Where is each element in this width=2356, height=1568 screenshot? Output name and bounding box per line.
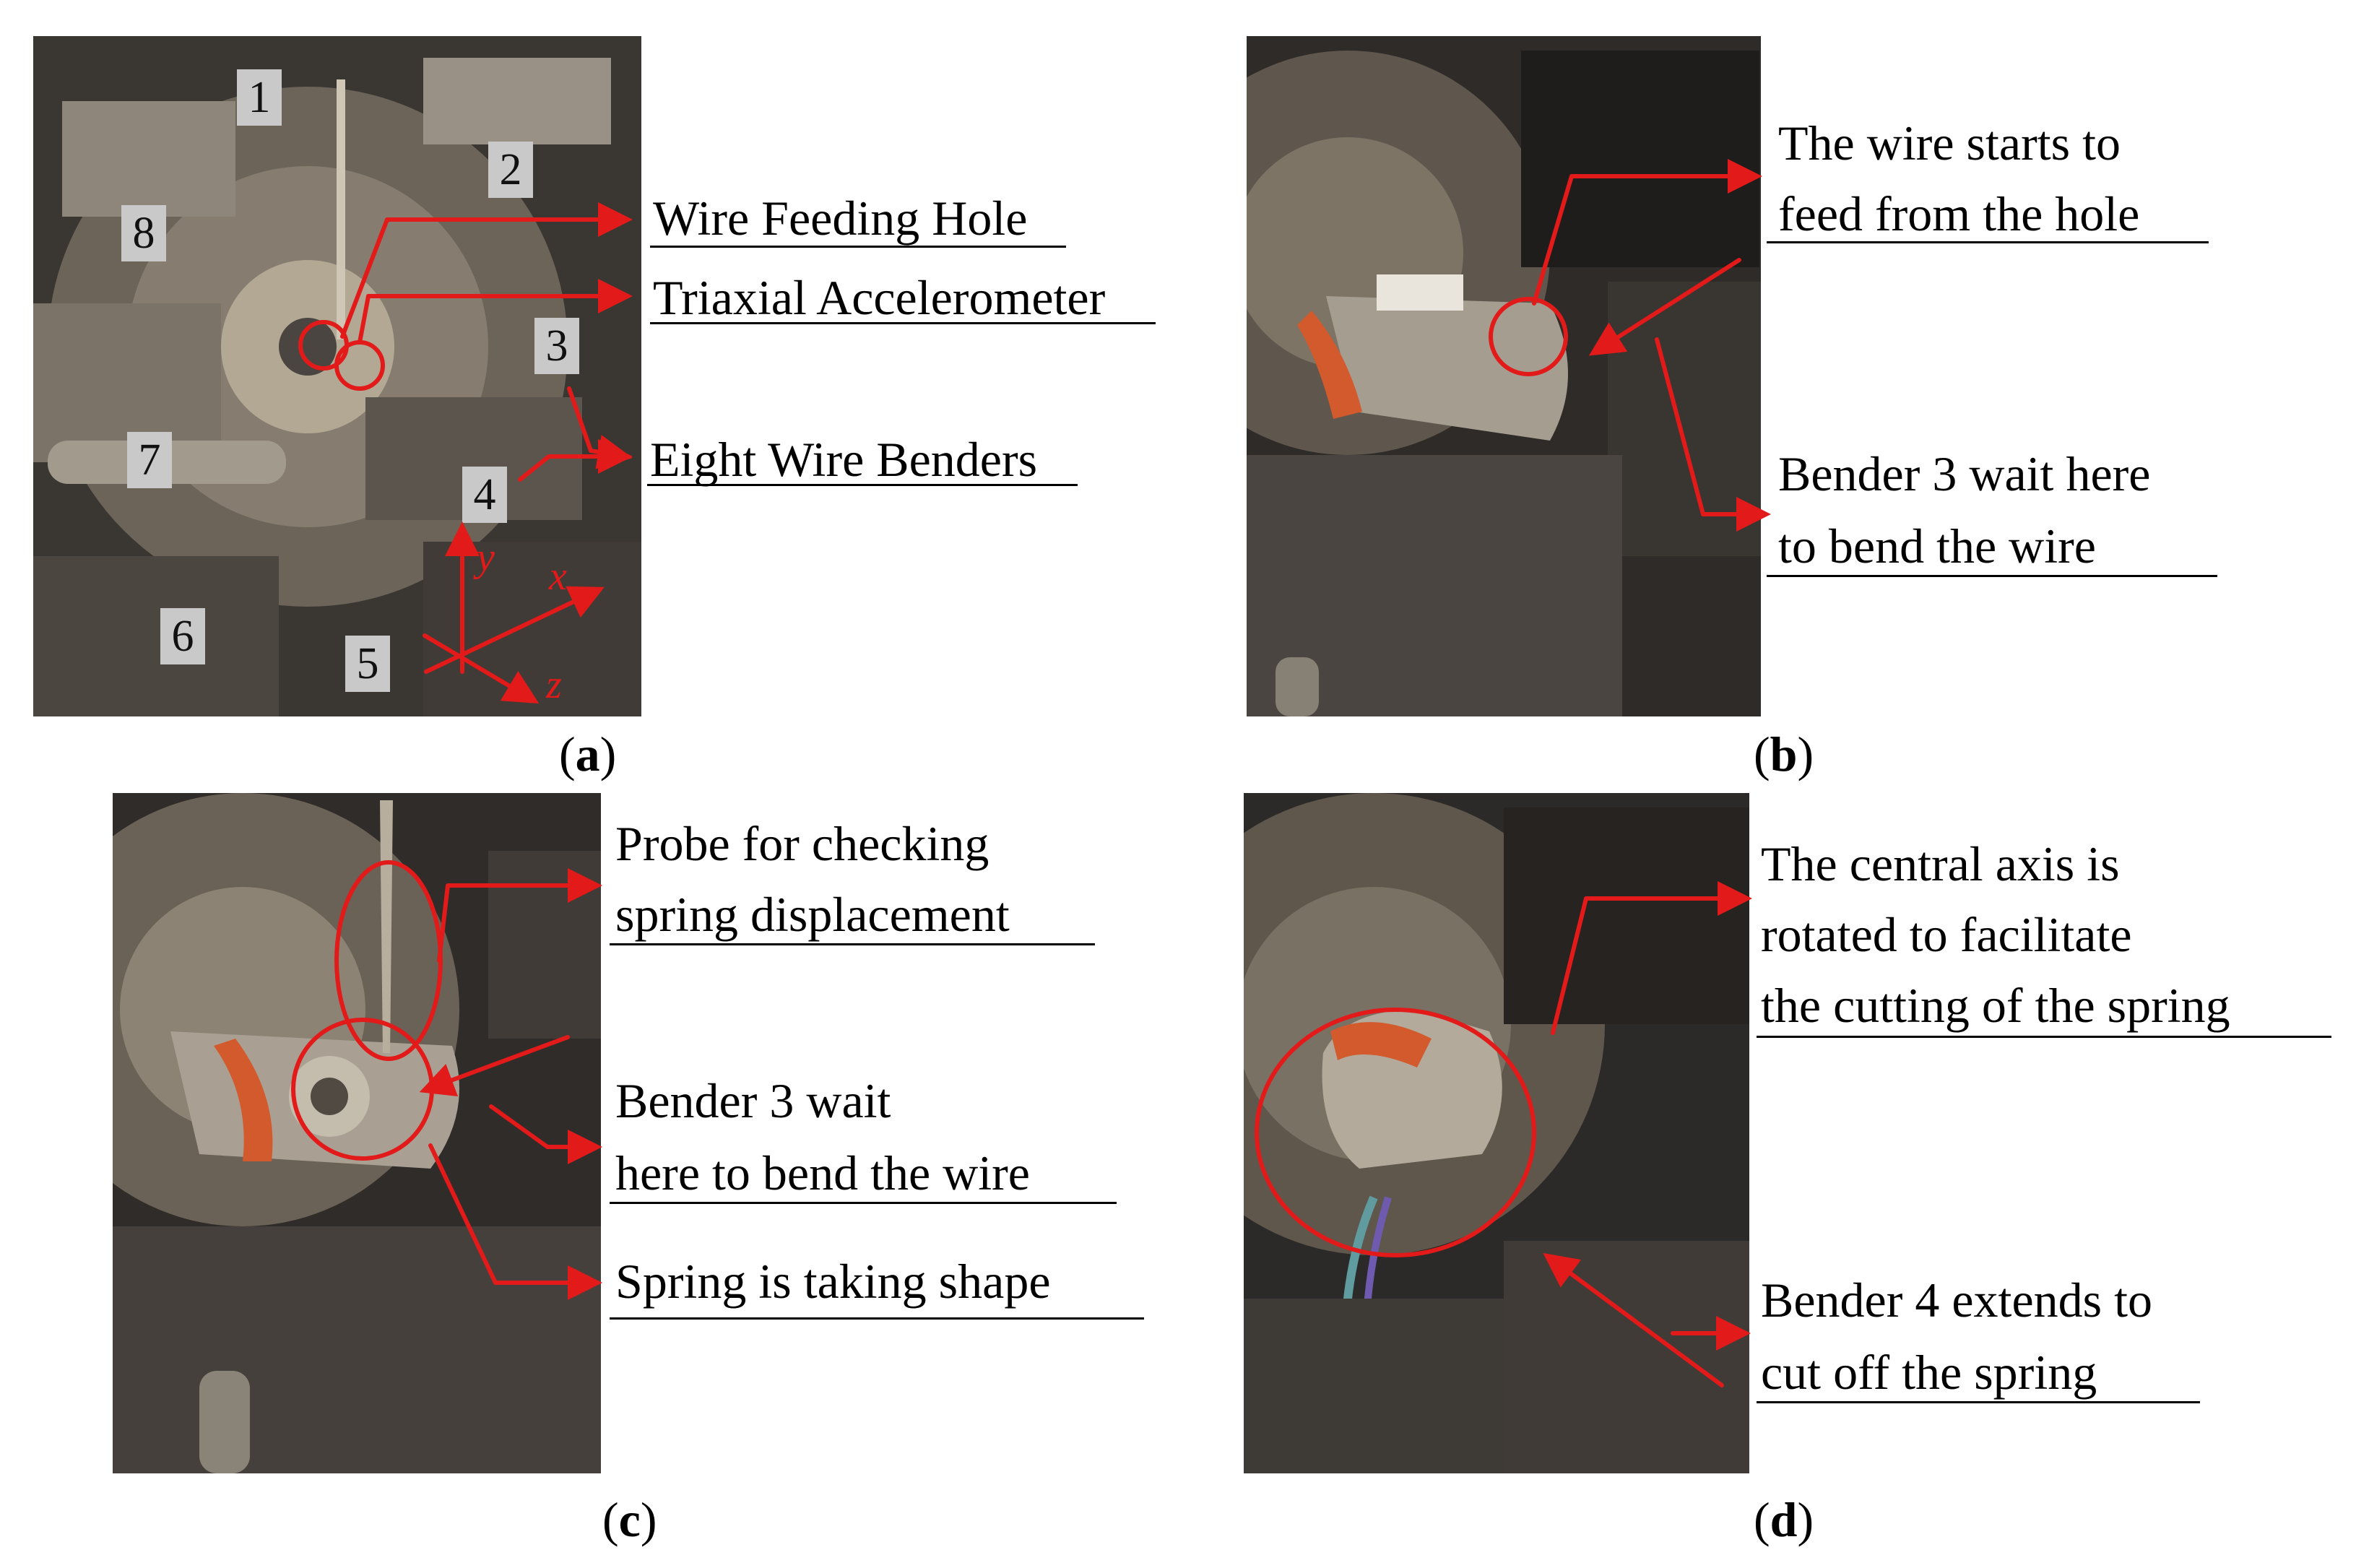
machine-illustration-d (1244, 793, 1749, 1473)
caption-letter: d (1770, 1492, 1798, 1547)
underline (647, 484, 1078, 486)
caption-a: (a) (559, 727, 617, 781)
underline (1767, 241, 2209, 243)
underline (1757, 1401, 2200, 1403)
caption-d: (d) (1754, 1492, 1814, 1547)
bender-number-tag: 1 (237, 69, 282, 126)
photo-panel-c (113, 793, 601, 1473)
label-rotated-facilitate: rotated to facilitate (1761, 907, 2132, 962)
bender-number-tag: 6 (160, 608, 205, 664)
caption-letter: b (1770, 727, 1798, 781)
bender-number-tag: 4 (462, 467, 507, 523)
axis-label-x: x (549, 554, 567, 599)
machine-illustration-c (113, 793, 601, 1473)
underline (1767, 575, 2217, 577)
underline (650, 246, 1066, 248)
photo-panel-b (1247, 36, 1761, 716)
label-bender-4-extends: Bender 4 extends to (1761, 1273, 2152, 1327)
label-eight-wire-benders: Eight Wire Benders (650, 432, 1038, 487)
bender-number-tag: 8 (121, 205, 166, 261)
underline (610, 1317, 1144, 1320)
underline (1757, 1036, 2331, 1038)
bender-number-tag: 2 (488, 142, 533, 198)
label-feed-from-hole: feed from the hole (1778, 186, 2140, 241)
label-central-axis: The central axis is (1761, 836, 2120, 891)
machine-illustration-b (1247, 36, 1761, 716)
label-to-bend-the-wire: to bend the wire (1778, 519, 2096, 573)
label-cutting-spring: the cutting of the spring (1761, 978, 2230, 1033)
label-triaxial-accelerometer: Triaxial Accelerometer (653, 270, 1106, 325)
label-probe-checking: Probe for checking (615, 816, 989, 871)
bender-number-tag: 7 (127, 432, 172, 488)
caption-letter: c (618, 1492, 641, 1547)
bender-number-tag: 3 (534, 318, 579, 374)
underline (650, 322, 1156, 324)
label-spring-displacement: spring displacement (615, 887, 1010, 942)
label-wire-feeding-hole: Wire Feeding Hole (653, 191, 1028, 246)
axis-label-y: y (477, 535, 495, 580)
label-cut-off-spring: cut off the spring (1761, 1345, 2097, 1400)
photo-panel-d (1244, 793, 1749, 1473)
bender-number-tag: 5 (345, 636, 390, 692)
label-spring-taking-shape: Spring is taking shape (615, 1254, 1051, 1309)
caption-c: (c) (602, 1492, 657, 1547)
label-wire-starts-feed: The wire starts to (1778, 116, 2121, 170)
label-bender-3-wait-here: Bender 3 wait here (1778, 446, 2151, 501)
label-bender-3-wait: Bender 3 wait (615, 1073, 891, 1128)
caption-letter: a (575, 727, 600, 781)
caption-b: (b) (1754, 727, 1814, 781)
label-here-to-bend: here to bend the wire (615, 1145, 1030, 1200)
underline (610, 1202, 1117, 1204)
machine-illustration-a (33, 36, 641, 716)
underline (610, 943, 1095, 945)
photo-panel-a: 1 2 3 4 5 6 7 8 y x z (33, 36, 641, 716)
axis-label-z: z (546, 662, 562, 707)
